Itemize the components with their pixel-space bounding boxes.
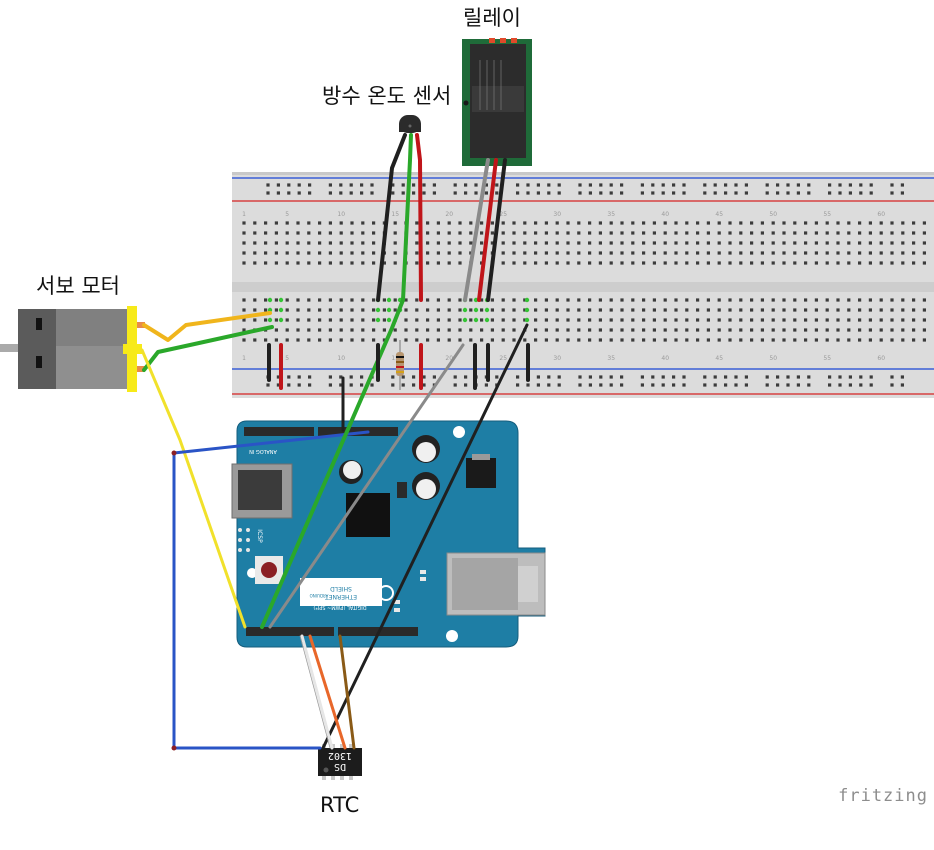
svg-text:15: 15 xyxy=(391,355,399,362)
svg-text:50: 50 xyxy=(769,355,777,362)
svg-text:50: 50 xyxy=(769,211,777,218)
wire-relay-red xyxy=(477,158,498,302)
rtc-chip: DS 1302 xyxy=(318,744,362,780)
svg-text:45: 45 xyxy=(715,355,723,362)
wire-servo-ground xyxy=(142,325,274,372)
svg-text:45: 45 xyxy=(715,211,723,218)
arduino-ethernet-shield: ETHERNET SHIELD ARDUINO DIGITAL (PWM~ SP… xyxy=(231,420,546,648)
svg-text:40: 40 xyxy=(661,355,669,362)
svg-text:60: 60 xyxy=(877,355,885,362)
svg-text:1: 1 xyxy=(242,211,246,218)
svg-text:10: 10 xyxy=(337,355,345,362)
arduino-logo-icon xyxy=(378,585,394,601)
wire-sensor-green xyxy=(260,133,413,629)
rtc-chip-line2: 1302 xyxy=(328,750,352,761)
svg-text:20: 20 xyxy=(445,211,453,218)
svg-text:20: 20 xyxy=(445,355,453,362)
svg-text:35: 35 xyxy=(607,355,615,362)
relay-label: 릴레이 xyxy=(463,6,521,30)
svg-text:55: 55 xyxy=(823,211,831,218)
icsp-label: ICSP xyxy=(256,529,263,543)
temperature-sensor xyxy=(399,115,421,133)
svg-text:40: 40 xyxy=(661,211,669,218)
wire-sensor-black xyxy=(376,133,407,302)
svg-text:15: 15 xyxy=(391,211,399,218)
wire-rtc-white-outline xyxy=(299,635,331,749)
analog-in-label: ANALOG IN xyxy=(249,448,277,454)
rtc-label: RTC xyxy=(320,793,360,817)
wires xyxy=(140,133,530,751)
wire-gray-to-shield xyxy=(268,343,465,629)
wire-relay-black xyxy=(486,158,507,302)
svg-text:10: 10 xyxy=(337,211,345,218)
svg-text:25: 25 xyxy=(499,355,507,362)
shield-brand: ARDUINO xyxy=(310,593,329,598)
svg-text:55: 55 xyxy=(823,355,831,362)
svg-text:5: 5 xyxy=(285,211,289,218)
wire-servo-signal xyxy=(142,311,272,342)
rtc-chip-line1: DS xyxy=(334,761,346,772)
wire-rtc-orange xyxy=(308,634,347,750)
shield-title-line1: ETHERNET xyxy=(325,593,357,600)
wire-sensor-red xyxy=(415,133,423,302)
breadboard-holes xyxy=(242,183,926,387)
svg-text:25: 25 xyxy=(499,211,507,218)
relay-module xyxy=(462,38,532,166)
svg-text:5: 5 xyxy=(285,355,289,362)
wire-black-to-rtc xyxy=(321,323,529,750)
shield-title-line2: SHIELD xyxy=(330,585,352,592)
digital-pins-label: DIGITAL (PWM~ SPI*) xyxy=(313,604,366,610)
wire-rtc-brown xyxy=(338,634,356,750)
servo-motor xyxy=(0,306,145,392)
svg-text:35: 35 xyxy=(607,211,615,218)
svg-text:30: 30 xyxy=(553,355,561,362)
resistor xyxy=(396,340,404,390)
svg-text:1: 1 xyxy=(242,355,246,362)
svg-text:30: 30 xyxy=(553,211,561,218)
fritzing-watermark: fritzing xyxy=(838,786,928,806)
breadboard: 1155101015152020252530303535404045455050… xyxy=(232,172,934,398)
wire-relay-gray xyxy=(463,158,490,302)
svg-text:60: 60 xyxy=(877,211,885,218)
servo-label: 서보 모터 xyxy=(36,274,120,298)
temp-sensor-label: 방수 온도 센서 xyxy=(322,84,452,108)
breadboard-column-numbers: 1155101015152020252530303535404045455050… xyxy=(242,211,885,362)
wire-rtc-white xyxy=(300,634,334,750)
wire-servo-power xyxy=(140,348,247,629)
wire-blue-loop xyxy=(172,430,370,750)
